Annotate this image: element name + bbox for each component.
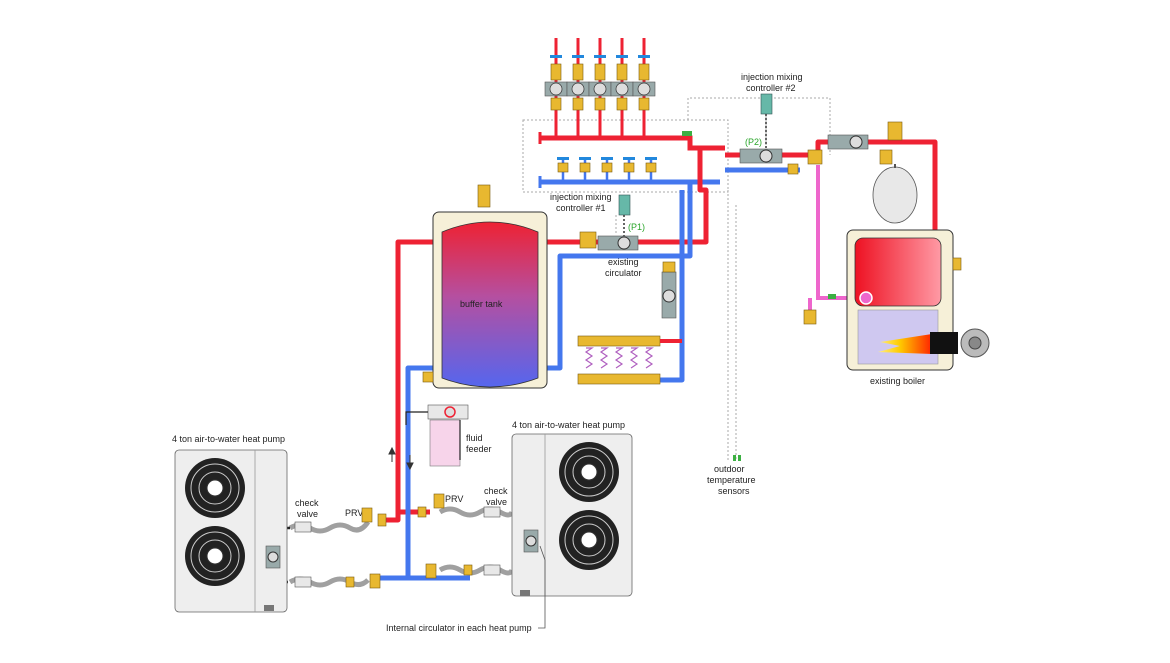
return-circulator — [661, 261, 677, 319]
flow-arrows — [388, 446, 414, 471]
heat-pump-left: 4 ton air-to-water heat pump — [172, 434, 288, 613]
right-loop-fittings: check valve PRV — [417, 486, 508, 579]
prv-left-label: PRV — [345, 508, 363, 518]
internal-circulator-callout: Internal circulator in each heat pump — [386, 545, 546, 633]
p2-label: (P2) — [745, 137, 762, 147]
fluid-feeder-line2: feeder — [466, 444, 492, 454]
check-valve-left-line1: check — [295, 498, 319, 508]
injection-controller-1: injection mixing controller #1 (P1) exis… — [550, 192, 645, 278]
existing-boiler-label: existing boiler — [870, 376, 925, 386]
fan-icon — [185, 526, 245, 586]
heat-pump-left-label: 4 ton air-to-water heat pump — [172, 434, 285, 444]
controller-2-label-line1: injection mixing — [741, 72, 803, 82]
heat-pump-right-label: 4 ton air-to-water heat pump — [512, 420, 625, 430]
outdoor-sensors-line2: temperature — [707, 475, 756, 485]
buffer-tank: buffer tank — [422, 184, 548, 389]
prv-right-label: PRV — [445, 494, 463, 504]
cold-piping — [378, 167, 800, 581]
existing-boiler: existing boiler — [846, 229, 990, 386]
outdoor-sensors-line1: outdoor — [714, 464, 745, 474]
fan-icon — [559, 510, 619, 570]
controller-1-label-line1: injection mixing — [550, 192, 612, 202]
check-valve-right-line2: valve — [486, 497, 507, 507]
check-valve-right-line1: check — [484, 486, 508, 496]
controller-1-label-line2: controller #1 — [556, 203, 606, 213]
return-header — [538, 157, 720, 188]
controller-2-label-line2: controller #2 — [746, 83, 796, 93]
fluid-feeder: fluid feeder — [405, 404, 492, 467]
p1-label: (P1) — [628, 222, 645, 232]
boiler-trim — [803, 121, 918, 325]
left-loop-fittings: check valve PRV — [294, 498, 387, 589]
check-valve-left-line2: valve — [297, 509, 318, 519]
fan-icon — [185, 458, 245, 518]
fluid-feeder-line1: fluid — [466, 433, 483, 443]
injection-controller-2: injection mixing controller #2 (P2) — [739, 72, 823, 175]
outdoor-sensors-line3: sensors — [718, 486, 750, 496]
zone-valves — [544, 55, 656, 111]
existing-circulator-line2: circulator — [605, 268, 642, 278]
supply-header — [538, 131, 725, 151]
existing-circulator-line1: existing — [608, 257, 639, 267]
control-wiring — [522, 97, 831, 460]
buffer-tank-label: buffer tank — [460, 299, 503, 309]
internal-circulator-label: Internal circulator in each heat pump — [386, 623, 532, 633]
flex-piping — [288, 506, 515, 588]
radiant-manifold — [577, 335, 682, 385]
fan-icon — [559, 442, 619, 502]
outdoor-sensors: outdoor temperature sensors — [707, 455, 756, 496]
heat-pump-right: 4 ton air-to-water heat pump — [511, 420, 633, 597]
